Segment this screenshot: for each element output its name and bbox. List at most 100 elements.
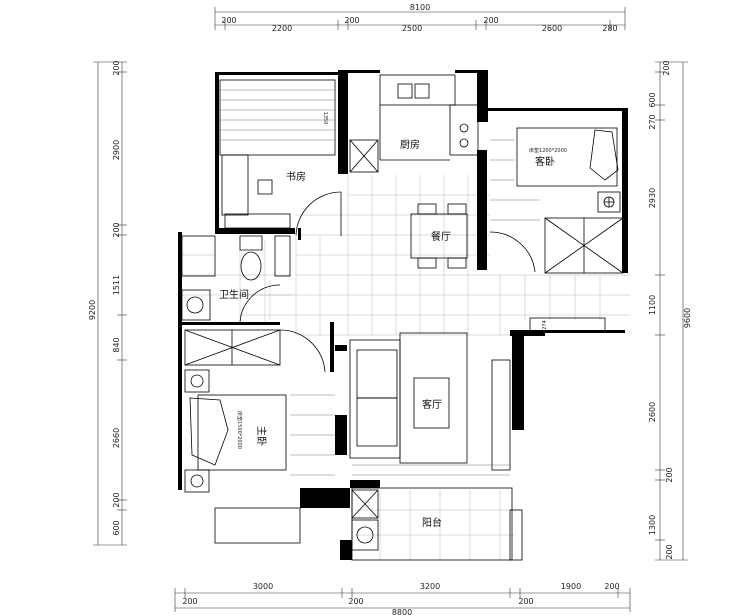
living-room-label: 客厅	[422, 398, 442, 411]
left-dimension-3: 200	[112, 222, 121, 237]
burner-icon	[459, 138, 469, 148]
left-dimension-5: 840	[112, 337, 121, 352]
left-dimension-8: 600	[112, 520, 121, 535]
left-dimension-6: 2660	[112, 428, 121, 448]
guest-bed-size-label: 床垫1200*2000	[529, 147, 567, 154]
fridge-shape	[349, 139, 379, 173]
right-dimension-5: 1100	[648, 295, 657, 315]
toilet-tank	[239, 235, 263, 251]
balcony-area	[351, 487, 523, 561]
left-dimension-4: 1511	[112, 275, 121, 295]
toilet-bowl	[240, 251, 262, 281]
right-dimension-7: 200	[665, 467, 674, 482]
bottom-total-dimension: 8800	[392, 608, 412, 616]
kitchen-label: 厨房	[400, 138, 420, 151]
bottom-offset-3: 200	[518, 597, 533, 606]
left-dimension-2: 2900	[112, 140, 121, 160]
master-bed-blanket	[189, 397, 229, 466]
top-total-dimension: 8100	[410, 3, 430, 12]
lamp-icon	[190, 474, 204, 488]
rug-shape	[399, 332, 468, 464]
floor-tile-grid	[180, 175, 630, 560]
master-nightstand	[184, 369, 210, 393]
top-dimension-5: 200	[483, 16, 498, 25]
walls	[178, 70, 628, 560]
dimension-lines	[93, 7, 688, 612]
bottom-offset-1: 200	[182, 597, 197, 606]
kitchen-depth-label: 1350	[322, 112, 328, 125]
lamp-icon	[190, 374, 204, 388]
right-dimension-9: 200	[665, 544, 674, 559]
kitchen-room	[349, 74, 479, 173]
right-dimension-4: 2930	[648, 188, 657, 208]
dining-chair	[417, 257, 437, 269]
left-dimension-7: 200	[112, 492, 121, 507]
sofa-cushion	[356, 349, 398, 399]
guest-bed-shape	[516, 127, 618, 187]
guest-bed-blanket	[589, 129, 619, 181]
study-room	[219, 79, 342, 236]
master-wardrobe	[184, 329, 281, 366]
dining-area	[410, 203, 468, 269]
right-dimension-2: 600	[648, 92, 657, 107]
sink-left-shape	[397, 83, 413, 99]
top-dimension-4: 2500	[402, 24, 422, 33]
top-dimension-2: 2200	[272, 24, 292, 33]
coffee-table-shape	[413, 377, 450, 429]
master-bed-shape	[197, 394, 287, 471]
dining-chair	[417, 203, 437, 215]
bottom-offset-2: 200	[348, 597, 363, 606]
washbasin-counter	[181, 289, 211, 321]
right-total-dimension: 9600	[683, 308, 692, 328]
guest-bedroom	[489, 127, 624, 274]
sofa-shape	[349, 339, 401, 459]
living-room	[349, 317, 606, 476]
master-bedroom-label: 主卧	[255, 426, 268, 446]
bottom-dimension-3: 1900	[561, 582, 581, 591]
left-total-dimension: 9200	[88, 300, 97, 320]
study-label: 书房	[286, 170, 306, 183]
top-dimension-3: 200	[344, 16, 359, 25]
dining-table-shape	[410, 213, 468, 259]
master-bed-size-label: 床垫1500*2000	[236, 411, 243, 449]
desk-shape	[221, 154, 249, 216]
washbasin-bowl	[186, 296, 204, 314]
guest-nightstand	[597, 191, 621, 213]
shower-area	[181, 235, 216, 277]
stove-counter	[449, 104, 479, 156]
bookshelf-shape	[224, 213, 291, 229]
washing-machine-shape	[351, 489, 379, 519]
sink-counter	[379, 74, 456, 106]
top-dimension-1: 200	[221, 16, 236, 25]
dining-chair	[447, 203, 467, 215]
bathroom-label: 卫生间	[219, 288, 249, 301]
burner-icon	[459, 123, 469, 133]
shoe-cabinet-shape	[529, 317, 606, 333]
dining-chair	[447, 257, 467, 269]
bottom-dimension-1: 3000	[253, 582, 273, 591]
left-dimension-1: 200	[112, 60, 121, 75]
bay-window	[214, 507, 301, 544]
right-dimension-3: 270	[648, 114, 657, 129]
dining-label: 餐厅	[431, 230, 451, 243]
right-dimension-1: 200	[662, 60, 671, 75]
top-dimension-6: 2600	[542, 24, 562, 33]
master-nightstand	[184, 469, 210, 493]
laundry-sink-bowl	[356, 526, 374, 544]
right-dimension-6: 2600	[648, 402, 657, 422]
sofa-cushion	[356, 397, 398, 447]
cabinet-depth-label: 274	[542, 320, 548, 330]
guest-bedroom-label: 客卧	[535, 155, 555, 168]
chair-shape	[257, 179, 273, 195]
tv-cabinet-shape	[491, 359, 511, 471]
top-dimension-7: 280	[602, 24, 617, 33]
laundry-sink-counter	[351, 519, 379, 551]
balcony-label: 阳台	[422, 516, 442, 529]
bathroom-room	[181, 235, 291, 323]
bottom-dimension-4: 200	[604, 582, 619, 591]
right-dimension-8: 1300	[648, 515, 657, 535]
bottom-dimension-2: 3200	[420, 582, 440, 591]
sink-right-shape	[414, 83, 430, 99]
master-bedroom	[184, 329, 335, 544]
